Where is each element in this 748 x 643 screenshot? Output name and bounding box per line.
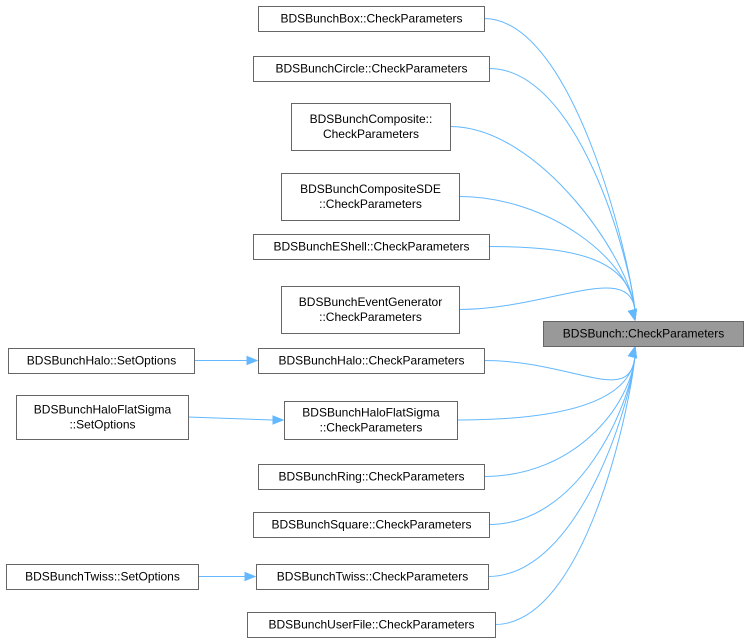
node-compositesde[interactable]: BDSBunchCompositeSDE::CheckParameters: [281, 173, 460, 221]
nodes: BDSBunch::CheckParameters BDSBunchBox::Ch…: [6, 6, 744, 638]
edge-line: [488, 246, 636, 312]
edge-eshell-to-target: [488, 246, 637, 322]
node-box: [256, 564, 489, 590]
edge-line: [488, 355, 636, 525]
edge-twiss_setopt-to-twiss: [198, 571, 257, 582]
node-target[interactable]: BDSBunch::CheckParameters: [543, 321, 744, 347]
node-label: BDSBunchHaloFlatSigma: [302, 406, 440, 420]
node-userfile[interactable]: BDSBunchUserFile::CheckParameters: [247, 612, 496, 638]
node-circle[interactable]: BDSBunchCircle::CheckParameters: [253, 56, 490, 82]
node-label: ::SetOptions: [69, 418, 135, 432]
node-haloflat-setopt[interactable]: BDSBunchHaloFlatSigma::SetOptions: [16, 395, 189, 440]
node-label: BDSBunchCompositeSDE: [300, 182, 441, 196]
node-label: BDSBunchEShell::CheckParameters: [273, 240, 469, 254]
node-label: BDSBunchComposite::: [310, 112, 433, 126]
node-label: BDSBunchRing::CheckParameters: [278, 470, 464, 484]
edge-box-to-target: [483, 18, 637, 322]
node-halo-setopt[interactable]: BDSBunchHalo::SetOptions: [8, 348, 195, 374]
node-label: ::CheckParameters: [320, 421, 423, 435]
node-box: [8, 348, 195, 374]
edge-halo_setopt-to-halo: [194, 355, 259, 366]
node-label: BDSBunchHalo::SetOptions: [27, 354, 176, 368]
arrowhead-icon: [272, 415, 285, 425]
edge-line: [187, 416, 274, 421]
node-box: [253, 56, 490, 82]
node-box: [258, 464, 485, 490]
edges: [187, 18, 637, 625]
node-square[interactable]: BDSBunchSquare::CheckParameters: [253, 512, 490, 538]
edge-halo-to-target: [483, 345, 637, 381]
node-box: [253, 234, 490, 260]
node-box: [247, 612, 496, 638]
edge-line: [483, 355, 636, 477]
arrowhead-icon: [627, 345, 637, 359]
node-box: [291, 103, 451, 151]
node-box: [281, 173, 460, 221]
node-halo[interactable]: BDSBunchHalo::CheckParameters: [258, 348, 485, 374]
edge-line: [483, 355, 636, 381]
node-box: [284, 401, 458, 440]
node-label: BDSBunchSquare::CheckParameters: [271, 518, 471, 532]
edge-line: [483, 18, 636, 312]
edge-line: [488, 68, 636, 312]
node-box: [258, 6, 485, 32]
node-label: BDSBunch::CheckParameters: [563, 327, 724, 341]
edge-line: [456, 355, 636, 421]
node-composite[interactable]: BDSBunchComposite::CheckParameters: [291, 103, 451, 151]
node-label: ::CheckParameters: [319, 310, 422, 324]
edge-line: [449, 126, 636, 312]
edge-userfile-to-target: [494, 345, 637, 625]
node-label: BDSBunchCircle::CheckParameters: [275, 62, 467, 76]
node-label: CheckParameters: [323, 127, 419, 141]
edge-twiss-to-target: [487, 345, 637, 577]
node-box[interactable]: BDSBunchBox::CheckParameters: [258, 6, 485, 32]
node-label: BDSBunchHalo::CheckParameters: [278, 354, 464, 368]
edge-haloflat_setopt-to-haloflat: [187, 415, 285, 425]
edge-circle-to-target: [488, 68, 637, 322]
node-box: [258, 348, 485, 374]
arrowhead-icon: [627, 308, 637, 322]
arrowhead-icon: [246, 355, 259, 366]
node-label: ::CheckParameters: [319, 197, 422, 211]
node-box: [6, 564, 199, 590]
node-box: [543, 321, 744, 347]
edge-composite-to-target: [449, 126, 637, 322]
node-box: [281, 286, 460, 334]
node-label: BDSBunchHaloFlatSigma: [34, 403, 172, 417]
node-label: BDSBunchBox::CheckParameters: [280, 12, 462, 26]
node-eshell[interactable]: BDSBunchEShell::CheckParameters: [253, 234, 490, 260]
node-ring[interactable]: BDSBunchRing::CheckParameters: [258, 464, 485, 490]
edge-eventgen-to-target: [458, 287, 637, 322]
arrowhead-icon: [244, 571, 257, 582]
node-box: [253, 512, 490, 538]
node-haloflat[interactable]: BDSBunchHaloFlatSigma::CheckParameters: [284, 401, 458, 440]
node-twiss[interactable]: BDSBunchTwiss::CheckParameters: [256, 564, 489, 590]
edge-line: [494, 355, 636, 625]
node-label: BDSBunchTwiss::SetOptions: [25, 570, 180, 584]
node-label: BDSBunchUserFile::CheckParameters: [268, 618, 474, 632]
edge-line: [458, 287, 636, 312]
node-eventgen[interactable]: BDSBunchEventGenerator::CheckParameters: [281, 286, 460, 334]
edge-line: [487, 355, 636, 577]
node-twiss-setopt[interactable]: BDSBunchTwiss::SetOptions: [6, 564, 199, 590]
node-box: [16, 395, 189, 440]
node-label: BDSBunchTwiss::CheckParameters: [277, 570, 468, 584]
node-label: BDSBunchEventGenerator: [299, 295, 442, 309]
